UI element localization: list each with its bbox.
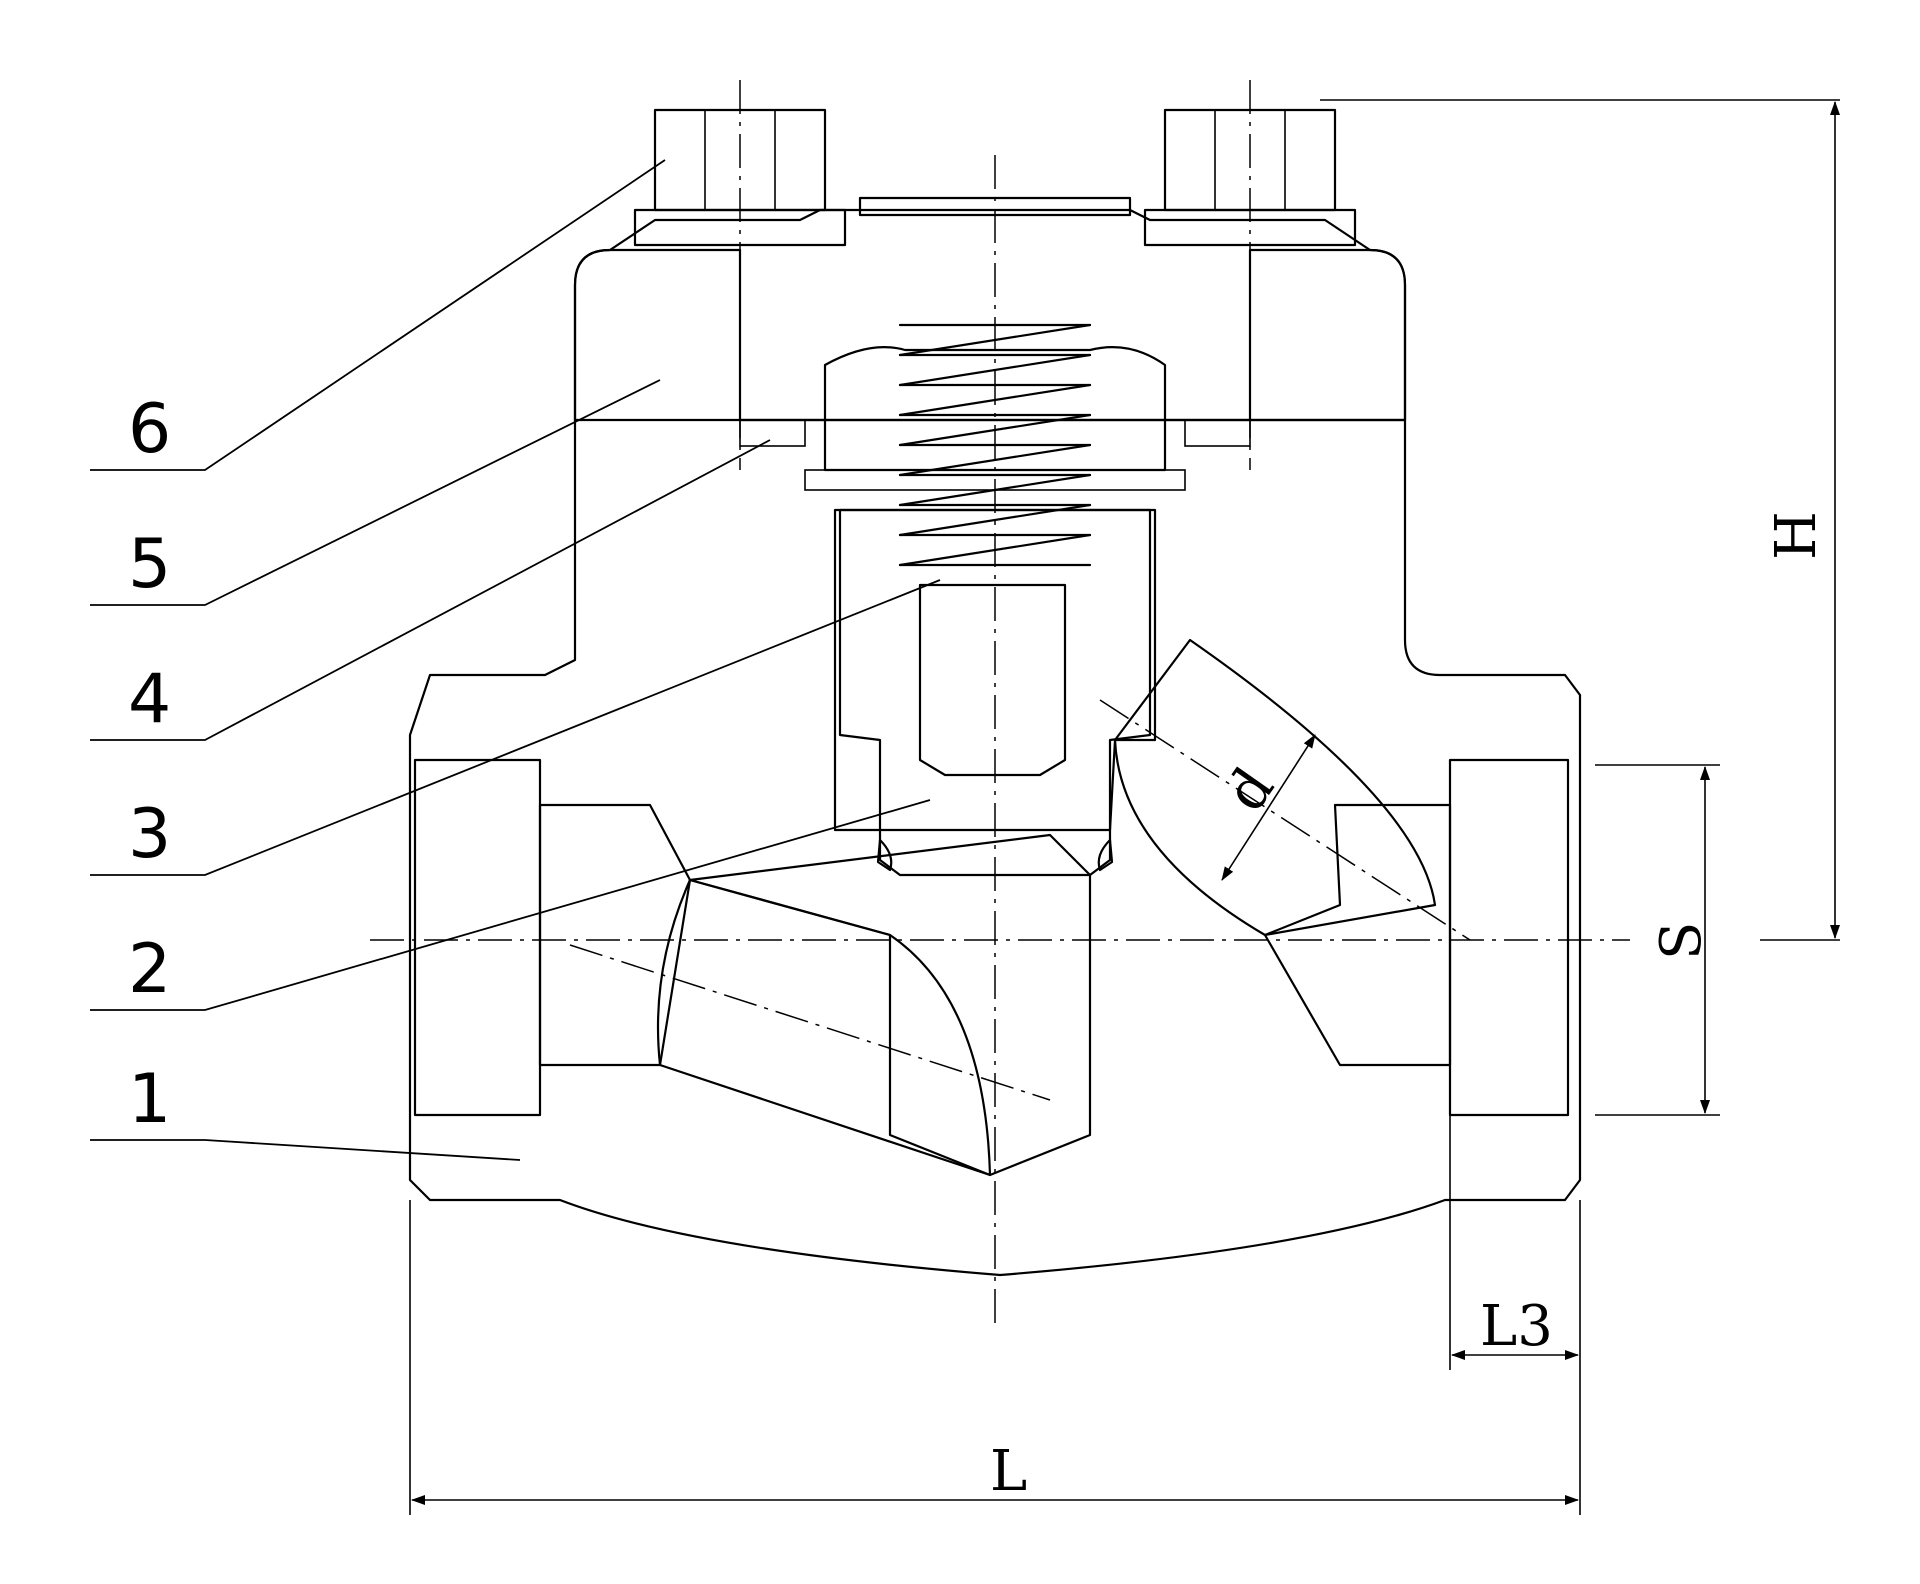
- bonnet-bolts: [633, 108, 1357, 247]
- centerlines: [370, 80, 1630, 1330]
- dim-label-l3: L3: [1480, 1294, 1553, 1359]
- dim-label-h: H: [1764, 511, 1829, 560]
- part-label-2: 2: [128, 930, 171, 1009]
- dimensions: H S d L L3: [409, 99, 1840, 1515]
- part-numbers: 6 5 4 3 2 1: [128, 390, 171, 1139]
- leader-lines: [90, 159, 941, 1161]
- part-label-5: 5: [128, 525, 171, 604]
- part-label-6: 6: [128, 390, 171, 469]
- part-label-3: 3: [128, 795, 171, 874]
- dim-label-l: L: [990, 1439, 1027, 1504]
- dim-label-d: d: [1213, 756, 1287, 823]
- dim-label-s: S: [1649, 922, 1714, 960]
- part-label-1: 1: [128, 1060, 171, 1139]
- valve-disc: [838, 508, 1152, 877]
- part-label-4: 4: [128, 660, 171, 739]
